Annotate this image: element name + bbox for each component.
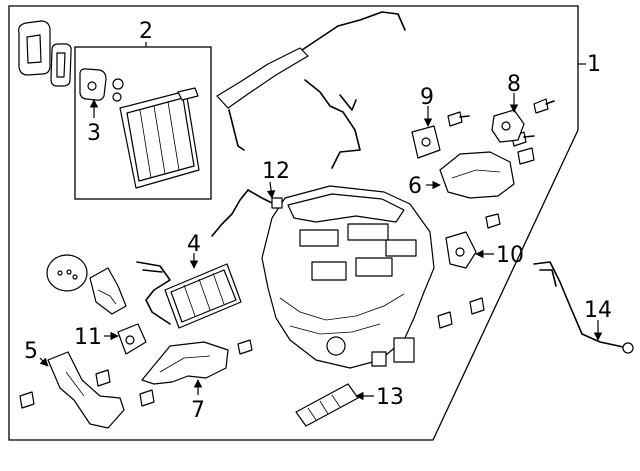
leaders (39, 42, 603, 401)
hvac-case (261, 185, 435, 369)
callout-1: 1 (587, 52, 601, 77)
actuator-8 (491, 109, 525, 143)
blower-housing-6 (439, 151, 515, 199)
actuator-11 (117, 323, 147, 355)
callout-5: 5 (24, 339, 38, 364)
screw-icon (95, 369, 111, 387)
drain-hose-14 (533, 261, 634, 354)
callout-14: 14 (584, 298, 612, 323)
filter-13 (295, 383, 359, 427)
screw-icon (533, 98, 555, 114)
callout-7: 7 (191, 398, 205, 423)
sensor-12 (211, 189, 283, 237)
expansion-valve (79, 68, 124, 102)
callout-3: 3 (87, 121, 101, 146)
screw-icon (485, 213, 501, 229)
screw-icon (469, 297, 485, 315)
actuator-9 (411, 125, 441, 159)
callout-13: 13 (376, 385, 404, 410)
callout-6: 6 (408, 174, 422, 199)
heater-core (136, 261, 242, 329)
screw-icon (447, 111, 470, 127)
screw-icon (237, 339, 253, 355)
bracket-5 (47, 351, 125, 429)
assembly-frame (8, 5, 579, 441)
evaporator-core (119, 87, 200, 189)
duct-7 (141, 341, 229, 385)
callout-8: 8 (507, 72, 521, 97)
screws (19, 98, 555, 409)
screw-icon (437, 311, 453, 329)
blower-parts (46, 254, 127, 315)
evaporator-subframe (74, 46, 212, 200)
callout-4: 4 (187, 232, 201, 257)
wiring-harness (216, 11, 406, 169)
callout-9: 9 (420, 85, 434, 110)
callout-labels: 1 2 3 4 5 6 7 8 9 10 11 12 13 14 (24, 19, 612, 423)
callout-10: 10 (496, 243, 524, 268)
screw-icon (517, 147, 535, 165)
screw-icon (139, 389, 155, 407)
actuator-10 (445, 231, 477, 269)
seal-parts (18, 20, 72, 87)
callout-12: 12 (262, 159, 290, 184)
callout-2: 2 (139, 19, 153, 44)
callout-11: 11 (74, 325, 102, 350)
screw-icon (19, 391, 35, 409)
